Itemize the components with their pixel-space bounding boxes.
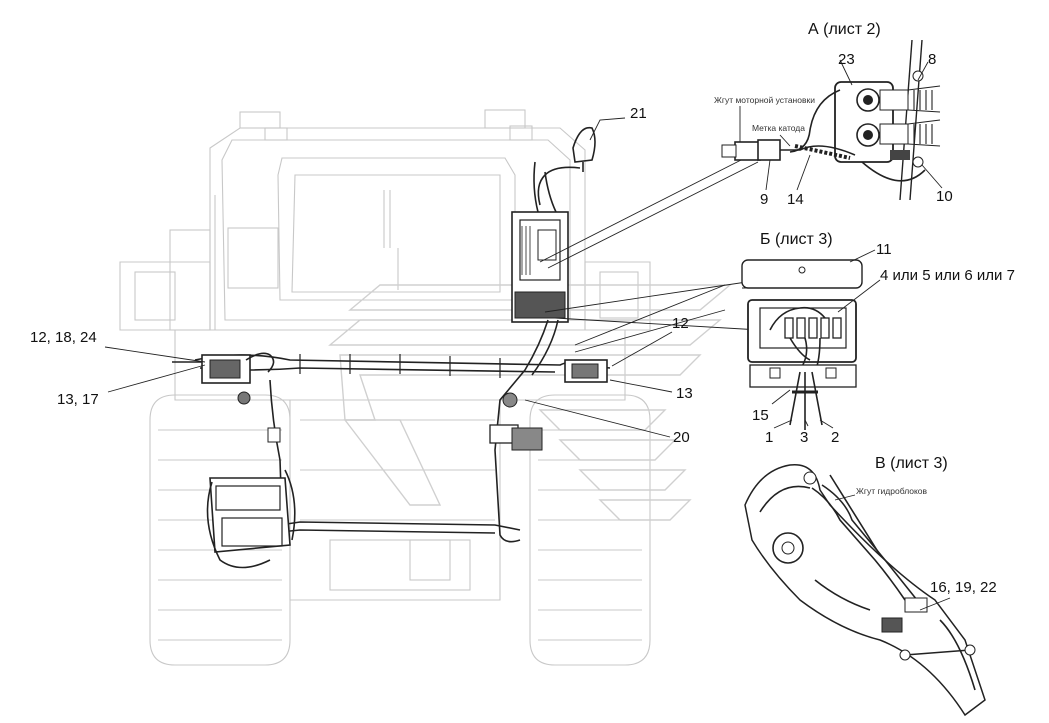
view-v-leaders	[574, 284, 726, 353]
engine-harness-note: Жгут моторной установки	[714, 95, 815, 105]
callout-12: 12	[672, 315, 689, 332]
hydro-harness-note: Жгут гидроблоков	[856, 486, 928, 496]
callout-23: 23	[838, 51, 855, 68]
callout-13: 13	[676, 385, 693, 402]
view-b-detail	[741, 249, 881, 430]
callout-3: 3	[800, 429, 809, 446]
view-a-detail	[721, 39, 943, 201]
view-v-title: В (лист 3)	[875, 455, 948, 472]
callout-leaders	[104, 117, 673, 438]
cathode-mark-note: Метка катода	[752, 123, 805, 133]
combine-outline	[119, 109, 651, 666]
callout-4-5-6-7: 4 или 5 или 6 или 7	[880, 267, 1015, 284]
view-b-title: Б (лист 3)	[760, 231, 833, 248]
callout-21: 21	[630, 105, 647, 122]
callout-11: 11	[876, 241, 892, 258]
callout-20: 20	[673, 429, 690, 446]
callout-2: 2	[831, 429, 840, 446]
view-a-title: А (лист 2)	[808, 21, 881, 38]
harness-main	[172, 126, 611, 569]
callout-13-17: 13, 17	[57, 391, 99, 408]
callout-1: 1	[765, 429, 774, 446]
callout-8: 8	[928, 51, 937, 68]
callout-14: 14	[787, 191, 804, 208]
callout-10: 10	[936, 188, 953, 205]
view-a-leaders	[539, 157, 759, 269]
watermark-logo	[328, 284, 732, 521]
callout-15: 15	[752, 407, 769, 424]
callout-9: 9	[760, 191, 769, 208]
view-v-detail	[744, 463, 986, 717]
callout-12-18-24: 12, 18, 24	[30, 329, 97, 346]
callout-16-19-22: 16, 19, 22	[930, 579, 997, 596]
